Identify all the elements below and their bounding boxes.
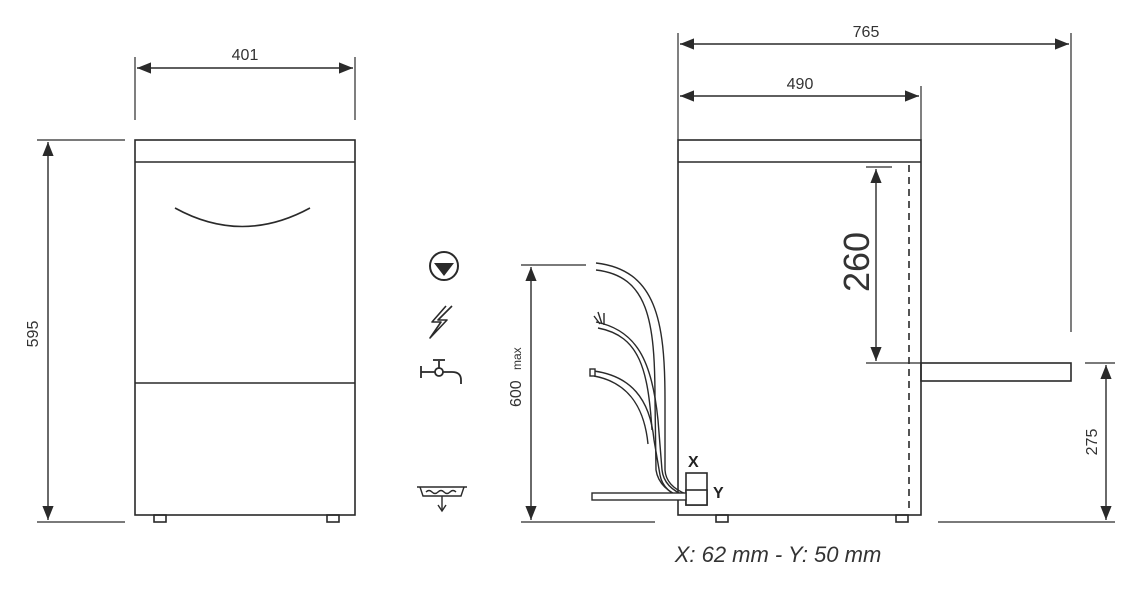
water-tap-icon xyxy=(420,359,462,384)
door-height-label: 260 xyxy=(836,232,877,292)
total-depth-dimension: 765 xyxy=(677,24,1072,332)
body-depth-dimension: 490 xyxy=(680,76,922,140)
water-hose-b xyxy=(593,375,649,445)
caption: X: 62 mm - Y: 50 mm xyxy=(674,542,882,567)
water-hose-a xyxy=(593,370,687,501)
marker-x: X xyxy=(688,454,699,471)
side-view xyxy=(677,139,1072,523)
front-body-outline xyxy=(134,139,356,516)
water-hose-end xyxy=(589,368,596,377)
drain-hose-outer xyxy=(595,262,687,495)
drain-icon xyxy=(429,251,459,281)
connection-height-unit: max xyxy=(510,347,524,370)
height-dimension: 595 xyxy=(25,139,125,523)
power-cable-a xyxy=(595,321,687,497)
connection-height-value: 600 xyxy=(508,380,525,407)
width-label: 401 xyxy=(232,47,259,64)
height-label: 595 xyxy=(25,321,42,348)
total-depth-label: 765 xyxy=(853,24,880,41)
front-foot-right xyxy=(326,514,340,523)
side-body-outline xyxy=(677,139,922,516)
body-depth-label: 490 xyxy=(787,76,814,93)
width-dimension: 401 xyxy=(134,47,356,120)
hoses xyxy=(589,262,687,501)
side-foot-right xyxy=(895,514,909,523)
connection-box-y xyxy=(685,489,708,506)
floor-drain-icon xyxy=(417,486,467,513)
floor-drain-pipe xyxy=(591,492,687,501)
power-cable-wires xyxy=(593,311,605,325)
door-handle xyxy=(174,207,311,228)
door-height-dimension: 260 xyxy=(836,166,921,364)
door-open-height-label: 275 xyxy=(1084,429,1101,456)
power-cable-b xyxy=(597,327,653,431)
drain-hose-inner xyxy=(595,269,687,500)
front-foot-left xyxy=(153,514,167,523)
power-icon xyxy=(429,305,453,339)
door-open-height-dimension: 275 xyxy=(938,362,1115,523)
side-foot-left xyxy=(715,514,729,523)
front-view xyxy=(134,139,356,523)
connection-height-dimension: 600 max xyxy=(508,264,655,523)
open-door xyxy=(920,362,1072,382)
marker-y: Y xyxy=(713,485,724,502)
